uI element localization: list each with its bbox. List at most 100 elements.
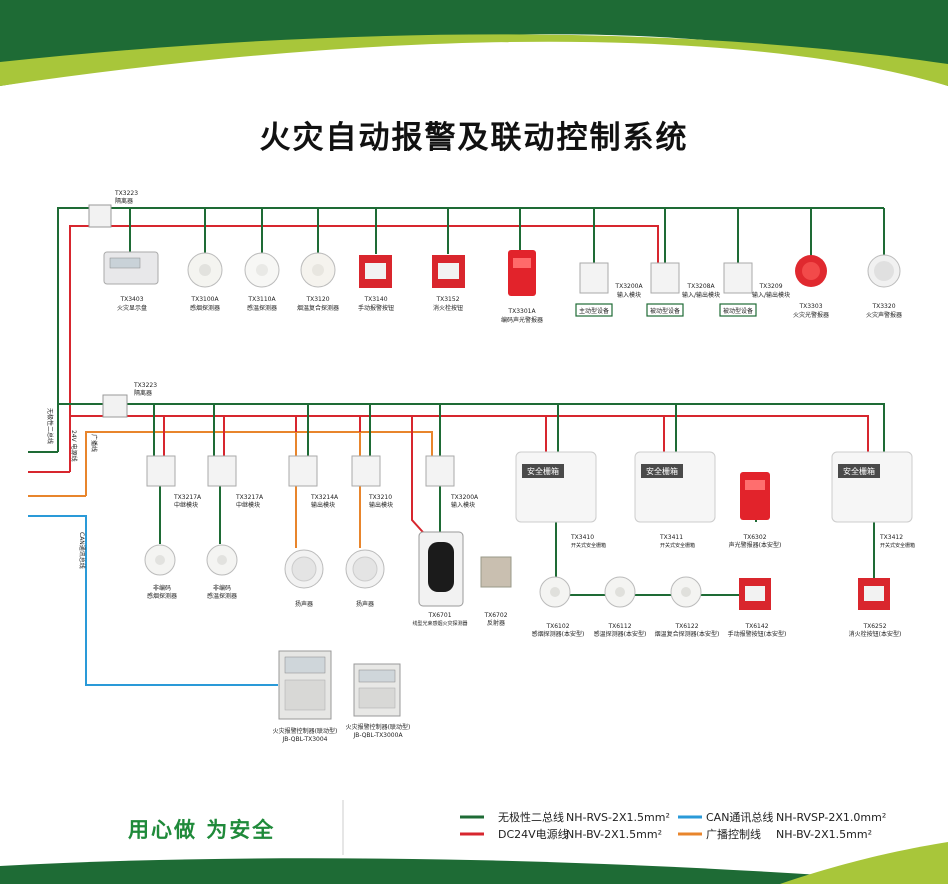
smoke-detector-icon (187, 252, 223, 288)
legend-power-spec: NH-BV-2X1.5mm² (566, 828, 662, 841)
svg-text:火灾显示盘: 火灾显示盘 (117, 304, 147, 312)
top-isolator-code: TX3223 (114, 190, 138, 197)
svg-text:感烟探测器: 感烟探测器 (147, 592, 177, 600)
diagram-title: 火灾自动报警及联动控制系统 (259, 120, 689, 156)
svg-text:TX3223: TX3223 (133, 382, 157, 389)
svg-text:TX6122: TX6122 (674, 623, 698, 630)
manual-call-point-icon (359, 255, 392, 288)
bus-line-label: 无极性二总线 (46, 408, 54, 444)
svg-text:TX3214A: TX3214A (310, 494, 339, 501)
hydrant-button-icon (858, 578, 890, 610)
svg-text:线型光束感烟火灾探测器: 线型光束感烟火灾探测器 (412, 620, 467, 627)
svg-text:编码声光警报器: 编码声光警报器 (501, 316, 543, 324)
svg-text:声光警报器(本安型): 声光警报器(本安型) (729, 541, 782, 549)
svg-text:TX3411: TX3411 (659, 534, 683, 541)
svg-text:TX6102: TX6102 (545, 623, 569, 630)
svg-text:非编码: 非编码 (153, 584, 171, 592)
svg-text:TX3320: TX3320 (871, 303, 895, 310)
svg-text:输入/输出模块: 输入/输出模块 (752, 291, 790, 299)
svg-text:安全栅箱: 安全栅箱 (646, 466, 678, 476)
control-panel-tx3000a: 火灾报警控制器(联动型) JB-QBL-TX3000A (346, 663, 410, 739)
beam-detector: TX6701 线型光束感烟火灾探测器 (412, 531, 468, 627)
svg-text:TX3152: TX3152 (435, 296, 459, 303)
svg-text:TX3217A: TX3217A (235, 494, 264, 501)
svg-text:感温探测器: 感温探测器 (247, 304, 277, 312)
svg-text:TX6302: TX6302 (742, 534, 766, 541)
svg-text:手动报警按钮(本安型): 手动报警按钮(本安型) (728, 630, 787, 638)
heat-detector-icon (206, 544, 238, 576)
svg-text:安全栅箱: 安全栅箱 (527, 466, 559, 476)
legend-power-name: DC24V电源线 (498, 827, 569, 841)
svg-text:TX3100A: TX3100A (190, 296, 219, 303)
svg-text:烟温复合探测器: 烟温复合探测器 (297, 304, 339, 312)
legend-broadcast-name: 广播控制线 (706, 827, 761, 841)
tag-active: 主动型设备 (579, 307, 609, 315)
svg-text:隔离器: 隔离器 (134, 389, 152, 397)
svg-text:输入模块: 输入模块 (617, 291, 641, 299)
smoke-detector-icon (539, 576, 571, 608)
bottom-decoration (0, 842, 948, 884)
mid-modules (146, 455, 455, 487)
svg-text:TX3217A: TX3217A (173, 494, 202, 501)
svg-text:开关式安全栅箱: 开关式安全栅箱 (571, 542, 606, 549)
top-isolator: TX3223 隔离器 (88, 190, 138, 228)
svg-text:JB-QBL-TX3000A: JB-QBL-TX3000A (352, 732, 403, 739)
legend-bus-name: 无极性二总线 (498, 810, 564, 824)
svg-text:感温探测器: 感温探测器 (207, 592, 237, 600)
lower-devices (144, 544, 385, 589)
equipment-tags: 主动型设备 被动型设备 被动型设备 (575, 303, 757, 317)
safety-box: 安全栅箱 TX3410 开关式安全栅箱 (515, 451, 606, 549)
svg-text:TX6142: TX6142 (744, 623, 768, 630)
svg-text:JB-QBL-TX3004: JB-QBL-TX3004 (281, 736, 327, 743)
svg-text:感烟探测器: 感烟探测器 (190, 304, 220, 312)
svg-text:TX3403: TX3403 (119, 296, 143, 303)
mid-isolator: TX3223 隔离器 (102, 382, 157, 418)
top-isolator-name: 隔离器 (115, 197, 133, 205)
svg-text:消火栓按钮: 消火栓按钮 (433, 304, 463, 312)
svg-text:扬声器: 扬声器 (295, 600, 313, 608)
manual-call-point-icon (739, 578, 771, 610)
svg-text:TX3200A: TX3200A (614, 283, 643, 290)
line-labels: 无极性二总线 24V 电源线 广播线 CAN通讯总线 (46, 408, 98, 569)
legend-can-spec: NH-RVSP-2X1.0mm² (776, 811, 886, 824)
svg-text:TX3200A: TX3200A (450, 494, 479, 501)
svg-text:输出模块: 输出模块 (369, 501, 393, 509)
input-module-icon (579, 262, 609, 294)
svg-text:非编码: 非编码 (213, 584, 231, 592)
control-panel-tx3004: 火灾报警控制器(联动型) JB-QBL-TX3004 (273, 650, 338, 743)
svg-text:TX3110A: TX3110A (247, 296, 276, 303)
speaker-icon (284, 549, 324, 589)
can-line-label: CAN通讯总线 (78, 532, 86, 569)
svg-text:TX3210: TX3210 (368, 494, 392, 501)
svg-text:TX6252: TX6252 (862, 623, 886, 630)
svg-text:火灾报警控制器(联动型): 火灾报警控制器(联动型) (273, 727, 338, 735)
sounder-icon (867, 254, 901, 288)
svg-text:火灾声警报器: 火灾声警报器 (866, 311, 902, 319)
io-module-icon (723, 262, 753, 294)
svg-text:TX3410: TX3410 (570, 534, 594, 541)
svg-text:输入/输出模块: 输入/输出模块 (682, 291, 720, 299)
svg-text:开关式安全栅箱: 开关式安全栅箱 (880, 542, 915, 549)
legend: 无极性二总线 NH-RVS-2X1.5mm² DC24V电源线 NH-BV-2X… (460, 810, 886, 841)
fire-display-panel (103, 251, 159, 285)
combo-detector-icon (300, 252, 336, 288)
svg-text:扬声器: 扬声器 (356, 600, 374, 608)
svg-text:反射器: 反射器 (487, 619, 505, 627)
wiring (28, 207, 885, 686)
svg-text:安全栅箱: 安全栅箱 (843, 466, 875, 476)
safety-box: 安全栅箱 TX3412 开关式安全栅箱 (831, 451, 915, 549)
svg-text:火灾光警报器: 火灾光警报器 (793, 311, 829, 319)
io-module-icon (650, 262, 680, 294)
heat-detector-icon (244, 252, 280, 288)
svg-text:烟温复合探测器(本安型): 烟温复合探测器(本安型) (655, 630, 720, 638)
svg-text:TX3140: TX3140 (363, 296, 387, 303)
strobe-light-icon (795, 255, 827, 287)
slogan: 用心做 为安全 (128, 818, 276, 842)
svg-text:感温探测器(本安型): 感温探测器(本安型) (594, 630, 647, 638)
svg-text:TX3412: TX3412 (879, 534, 903, 541)
broadcast-line-label: 广播线 (90, 434, 98, 452)
